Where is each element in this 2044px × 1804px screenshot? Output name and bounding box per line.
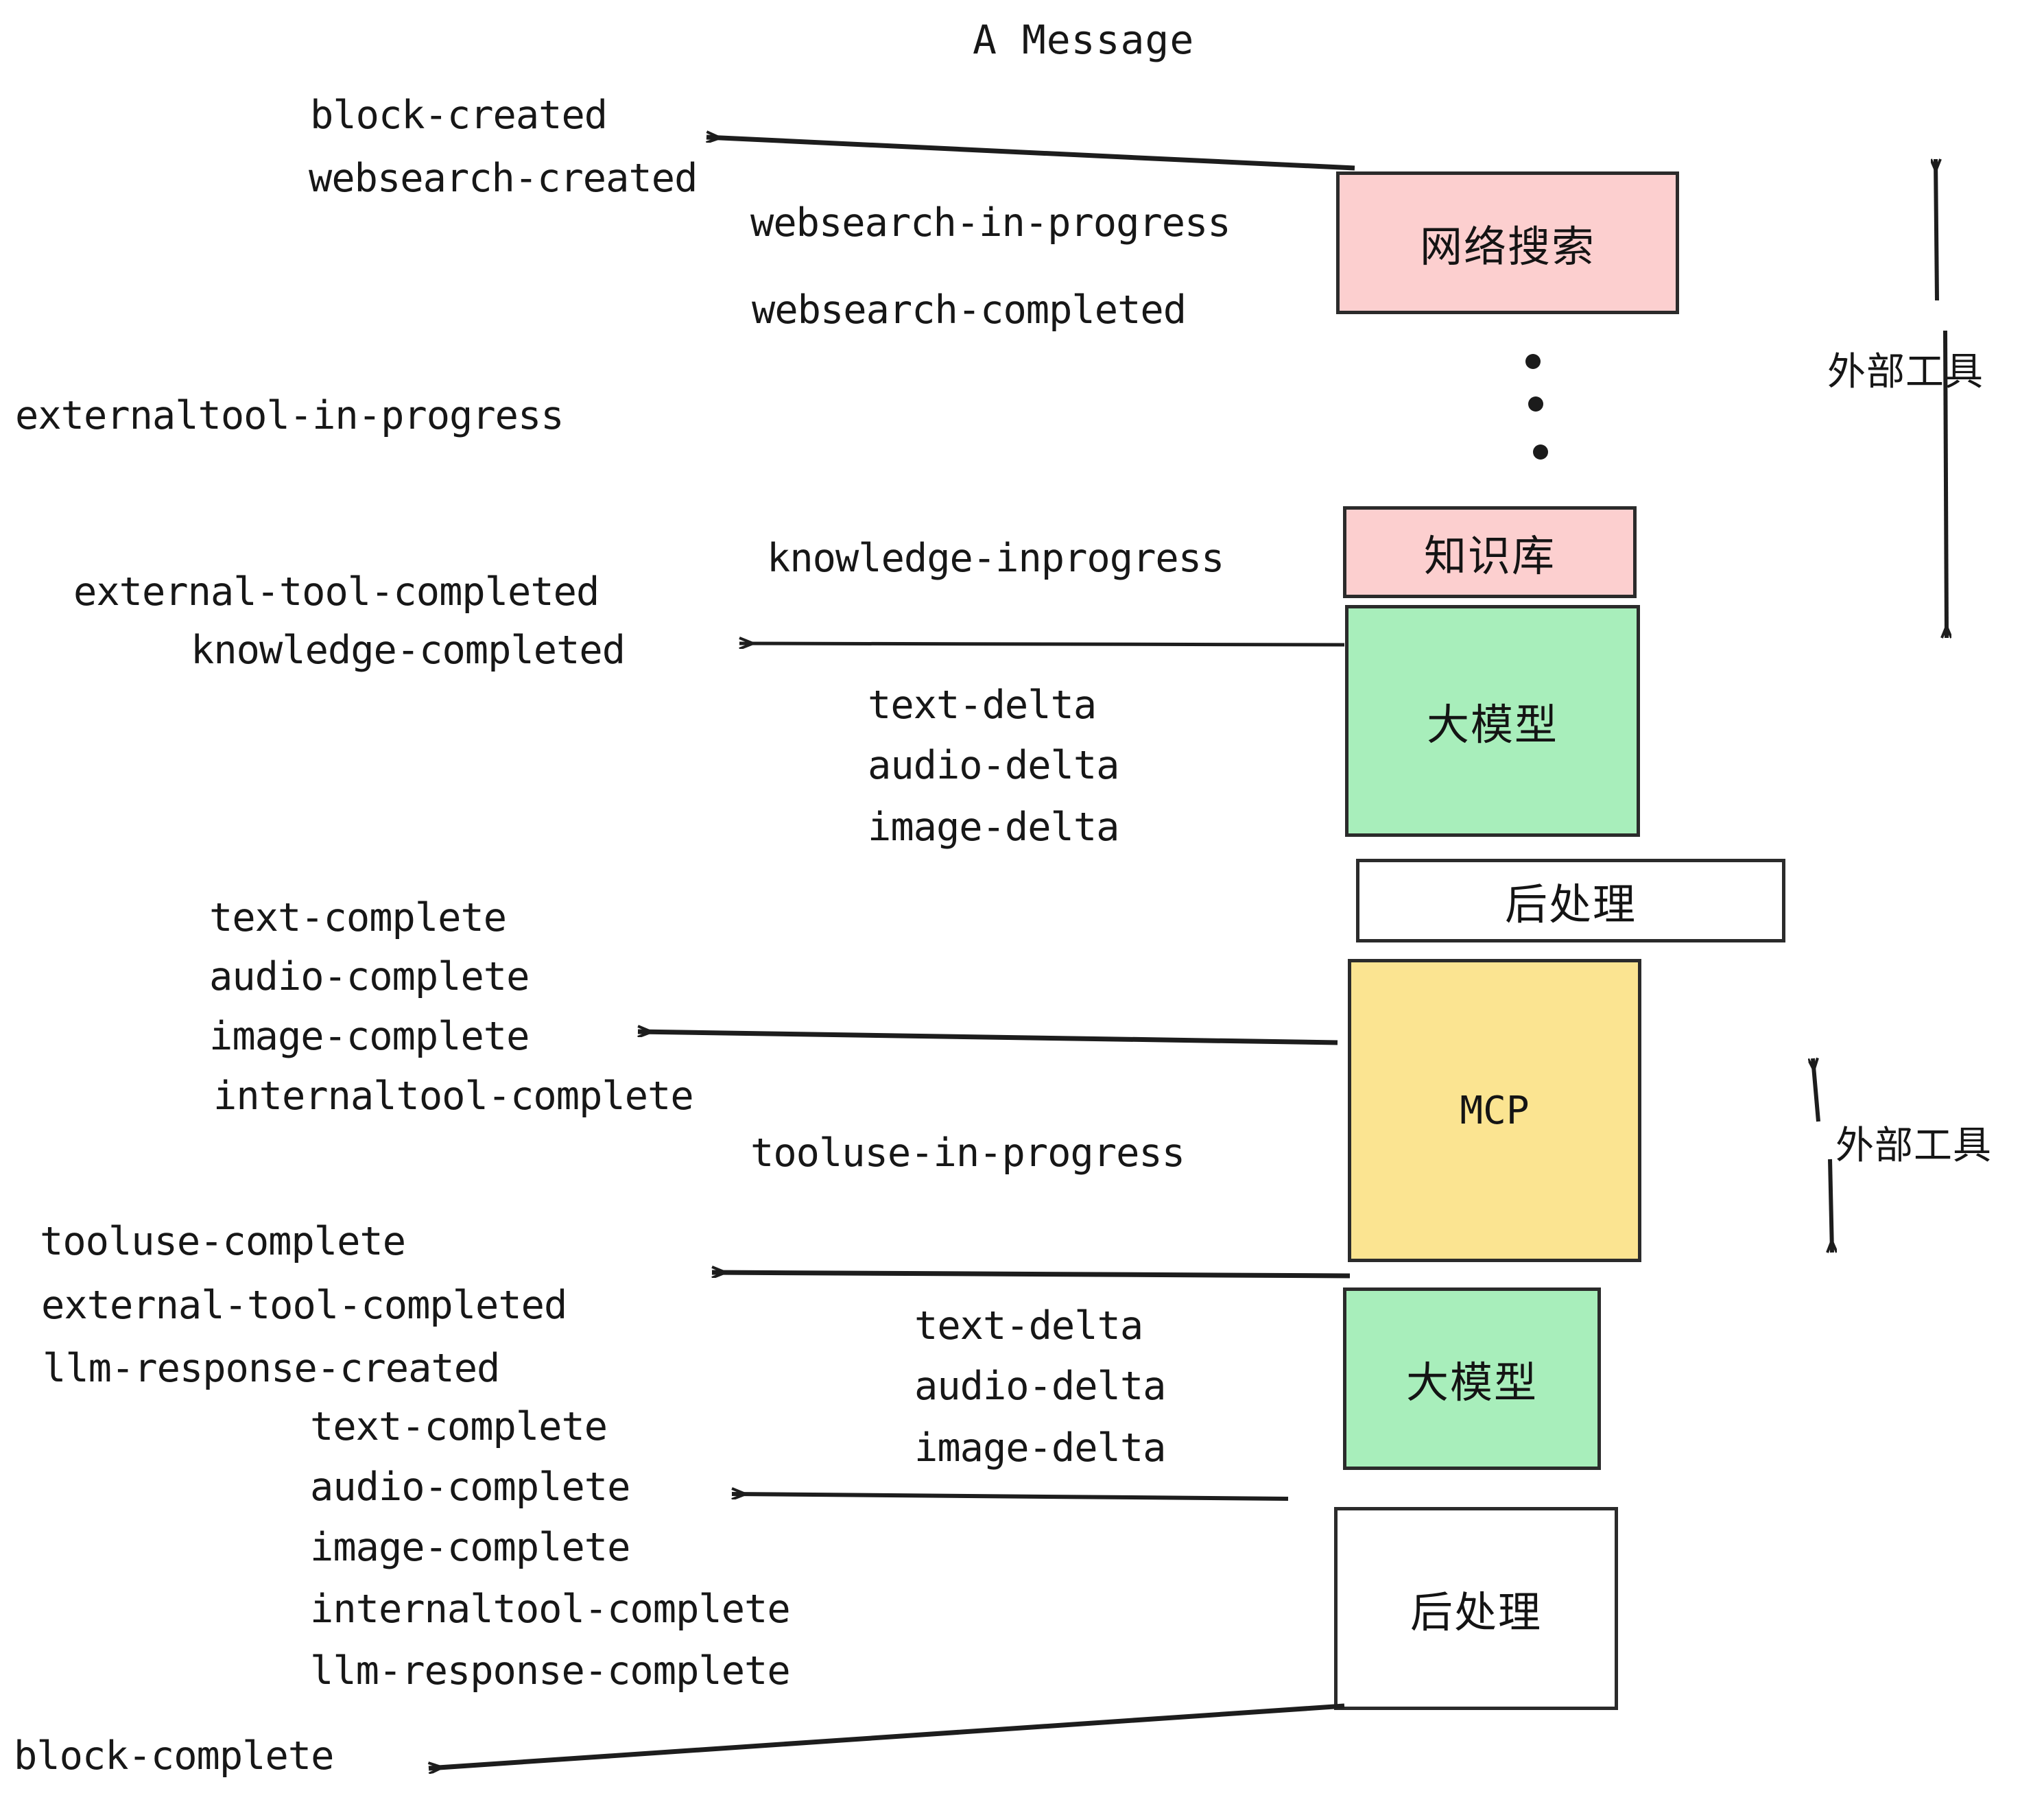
node-postprocess-second-label: 后处理 [1410,1587,1542,1637]
event-label-llm-response-created: llm-response-created [43,1346,500,1391]
event-label-tooluse-complete: tooluse-complete [40,1219,406,1264]
node-mcp-label: MCP [1460,1088,1530,1133]
arrow-llm-second-to-tooluse-complete [712,1272,1351,1279]
event-label-text-complete-2: text-complete [310,1404,608,1449]
arrow-postprocess-to-block-complete [429,1703,1345,1768]
event-label-image-delta-2: image-delta [914,1425,1166,1471]
arrow-websearch-to-block-created [706,137,1355,171]
event-label-internaltool-complete-2: internaltool-complete [310,1587,791,1632]
node-mcp[interactable]: MCP [1348,959,1641,1262]
event-label-knowledge-inprogress: knowledge-inprogress [767,536,1224,581]
event-label-websearch-created: websearch-created [309,156,698,201]
arrow-external-tool-bracket-up [1936,159,1937,301]
event-label-knowledge-completed: knowledge-completed [191,628,626,673]
event-label-block-created: block-created [310,93,608,138]
event-label-externaltool-in-progress: externaltool-in-progress [15,393,565,438]
node-knowledge[interactable]: 知识库 [1343,506,1637,598]
event-label-audio-complete-2: audio-complete [310,1464,630,1510]
node-knowledge-label: 知识库 [1423,531,1556,581]
node-llm-second-label: 大模型 [1405,1357,1538,1408]
node-postprocess-first[interactable]: 后处理 [1356,859,1785,942]
ellipsis-dot-3 [1533,444,1548,460]
node-llm-second[interactable]: 大模型 [1343,1287,1601,1470]
event-label-text-delta-2: text-delta [914,1303,1143,1349]
arrow-mcp-to-image-complete [638,1032,1338,1045]
event-label-block-complete: block-complete [14,1733,334,1779]
node-postprocess-first-label: 后处理 [1504,879,1637,929]
node-websearch[interactable]: 网络搜索 [1336,171,1679,314]
event-label-internaltool-complete-1: internaltool-complete [213,1073,694,1119]
arrow-llm-second-to-audio-complete [732,1494,1289,1501]
event-label-image-complete-2: image-complete [310,1525,630,1570]
event-label-websearch-in-progress: websearch-in-progress [750,200,1231,246]
side-label-external-tool-top: 外部工具 [1827,350,1984,394]
ellipsis-dot-2 [1528,396,1543,412]
arrow-external-tool-bracket-up-2 [1813,1058,1820,1122]
event-label-text-complete-1: text-complete [209,895,507,940]
event-label-audio-delta-1: audio-delta [868,743,1119,788]
event-label-text-delta-1: text-delta [868,683,1097,728]
event-label-image-delta-1: image-delta [868,805,1119,850]
event-label-external-tool-completed-1: external-tool-completed [73,569,599,615]
side-label-external-tool-bottom: 外部工具 [1835,1124,1992,1168]
event-label-image-complete-1: image-complete [209,1014,530,1059]
arrow-external-tool-bracket-down-2 [1830,1159,1832,1253]
node-websearch-label: 网络搜索 [1419,222,1595,272]
event-label-websearch-completed: websearch-completed [752,287,1187,333]
ellipsis-dot-1 [1525,354,1541,369]
event-label-audio-complete-1: audio-complete [209,954,530,999]
event-label-llm-response-complete: llm-response-complete [310,1648,791,1694]
arrow-llm-first-to-knowledge-completed [739,643,1345,645]
event-label-external-tool-completed-2: external-tool-completed [41,1283,567,1328]
node-llm-first-label: 大模型 [1426,700,1558,750]
diagram-title: A Message [973,16,1195,63]
node-llm-first[interactable]: 大模型 [1345,605,1640,837]
node-postprocess-second[interactable]: 后处理 [1334,1507,1618,1710]
event-label-tooluse-in-progress: tooluse-in-progress [750,1130,1185,1176]
event-label-audio-delta-2: audio-delta [914,1364,1166,1409]
